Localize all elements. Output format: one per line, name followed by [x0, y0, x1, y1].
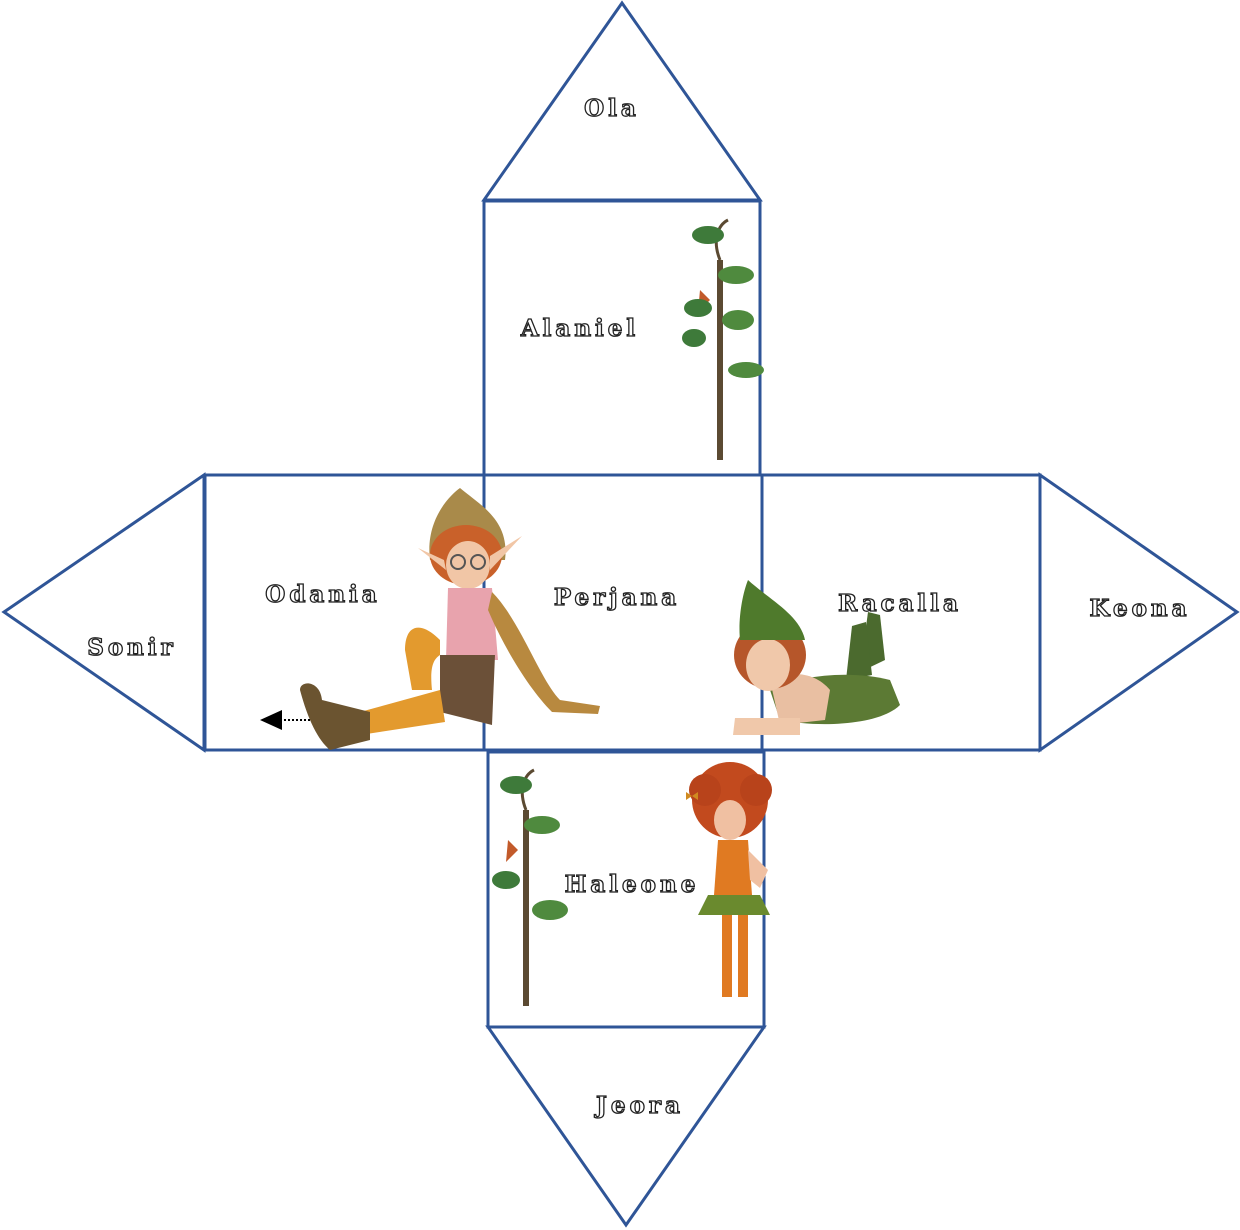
right-triangle [1038, 472, 1240, 753]
left-triangle [1, 472, 206, 753]
label-bottom-square: Haleone [565, 871, 700, 898]
plant-bottom-illustration [492, 768, 568, 1006]
label-left-square: Odania [265, 581, 380, 608]
label-center-square: Perjana [554, 584, 680, 611]
label-right-triangle: Keona [1089, 595, 1190, 622]
center-square [482, 473, 764, 752]
label-top-triangle: Ola [584, 95, 640, 122]
face-labels: Ola Alaniel Odania Perjana Racalla Sonir… [87, 94, 1190, 1119]
sitting-elf-girl-illustration [300, 488, 600, 750]
label-bottom-triangle: Jeora [594, 1092, 684, 1119]
left-arrow-icon [260, 710, 310, 730]
label-left-triangle: Sonir [87, 634, 177, 661]
label-right-square: Racalla [838, 590, 962, 617]
label-top-square: Alaniel [520, 315, 639, 342]
lying-elf-girl-illustration [733, 580, 900, 735]
curly-fairy-illustration [686, 762, 772, 997]
plant-top-illustration [682, 218, 764, 460]
bottom-triangle [485, 1025, 767, 1228]
